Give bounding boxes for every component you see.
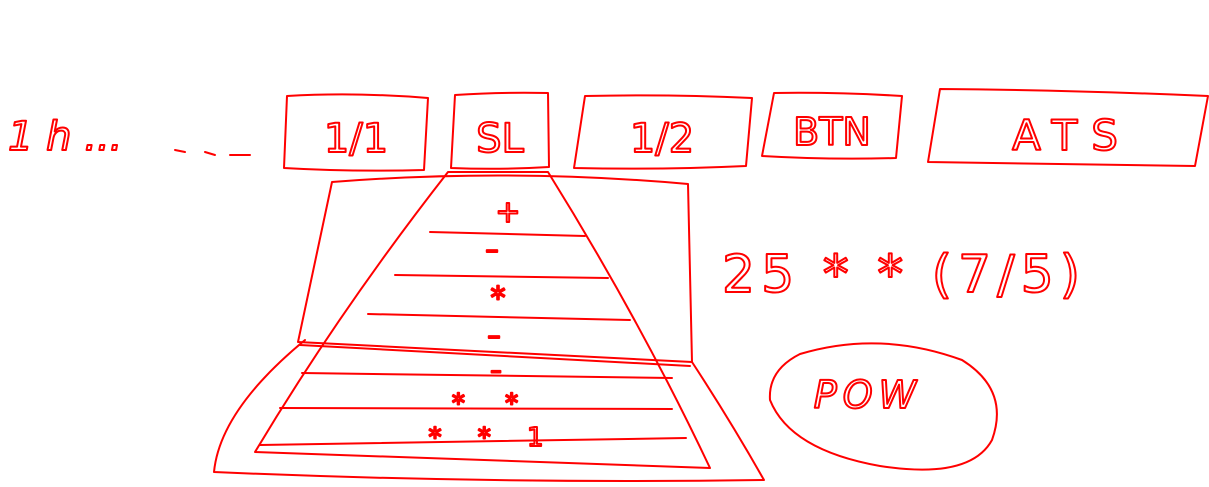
ladder-rung-2[interactable]: – bbox=[485, 234, 500, 266]
header-scribble-text: 1 h ... bbox=[8, 114, 122, 160]
toolbar-button-sl[interactable]: SL bbox=[450, 91, 550, 170]
toolbar-button-btn-label: BTN bbox=[793, 110, 871, 154]
ladder-panel bbox=[213, 171, 765, 482]
toolbar-button-1-2[interactable]: 1/2 bbox=[573, 94, 753, 170]
pow-button[interactable]: POW bbox=[768, 342, 998, 471]
toolbar-button-1-2-label: 1/2 bbox=[630, 116, 694, 162]
side-note-text: 25 * * (7/5) bbox=[722, 245, 1086, 305]
ladder-rung-3[interactable]: * bbox=[490, 280, 507, 317]
toolbar-button-1-1[interactable]: 1/1 bbox=[283, 93, 429, 172]
ladder-rung-5[interactable]: – bbox=[490, 358, 503, 385]
toolbar-button-ats-label: ATS bbox=[1012, 111, 1132, 160]
ladder-frame-bottom bbox=[213, 339, 765, 482]
ladder-rung-4[interactable]: – bbox=[487, 320, 502, 352]
toolbar-button-ats[interactable]: ATS bbox=[927, 88, 1209, 167]
ladder-rungs: + – * – – * * * * 1 bbox=[427, 194, 557, 454]
ladder-trapezoid bbox=[254, 171, 711, 469]
toolbar-button-sl-label: SL bbox=[476, 116, 524, 162]
ladder-rung-1[interactable]: + bbox=[494, 194, 521, 231]
pow-button-outline bbox=[768, 342, 998, 471]
toolbar: 1/1 SL 1/2 BTN ATS bbox=[283, 88, 1209, 172]
toolbar-button-1-1-label: 1/1 bbox=[324, 116, 388, 162]
toolbar-button-btn[interactable]: BTN bbox=[761, 91, 903, 160]
side-note: 25 * * (7/5) bbox=[721, 244, 1086, 306]
ladder-rung-6[interactable]: * * bbox=[451, 388, 534, 420]
header-scribble: 1 h ... bbox=[7, 113, 251, 161]
ladder-rung-7[interactable]: * * 1 bbox=[427, 422, 557, 454]
pow-button-label: POW bbox=[814, 373, 922, 417]
